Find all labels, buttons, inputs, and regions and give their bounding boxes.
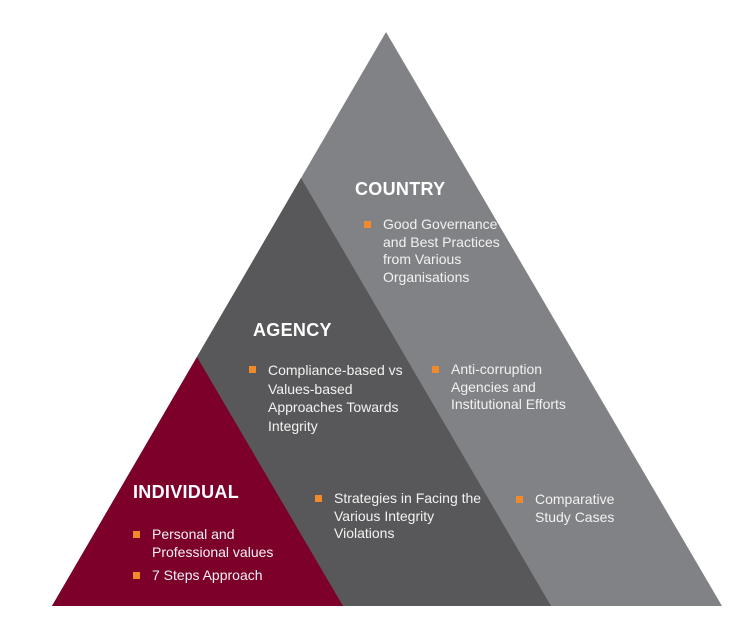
- individual-layer: [52, 357, 343, 606]
- bullet-icon: [516, 496, 523, 503]
- list-item: Compliance-based vs Values-based Approac…: [249, 361, 418, 435]
- list-item: Personal and Professional values: [133, 526, 292, 561]
- agency-title: AGENCY: [253, 320, 332, 340]
- country-title: COUNTRY: [355, 179, 446, 199]
- bullet-icon: [249, 366, 256, 373]
- bullet-icon: [133, 572, 140, 579]
- list-item: Strategies in Facing the Various Integri…: [315, 490, 484, 543]
- list-item: 7 Steps Approach: [133, 567, 302, 585]
- bullet-icon: [133, 531, 140, 538]
- bullet-icon: [315, 495, 322, 502]
- list-item: Anti-corruption Agencies and Institution…: [432, 361, 591, 414]
- bullet-icon: [364, 221, 371, 228]
- list-item: Comparative Study Cases: [516, 491, 645, 526]
- individual-title: INDIVIDUAL: [133, 482, 239, 502]
- list-item: Good Governance and Best Practices from …: [364, 216, 503, 286]
- bullet-icon: [432, 366, 439, 373]
